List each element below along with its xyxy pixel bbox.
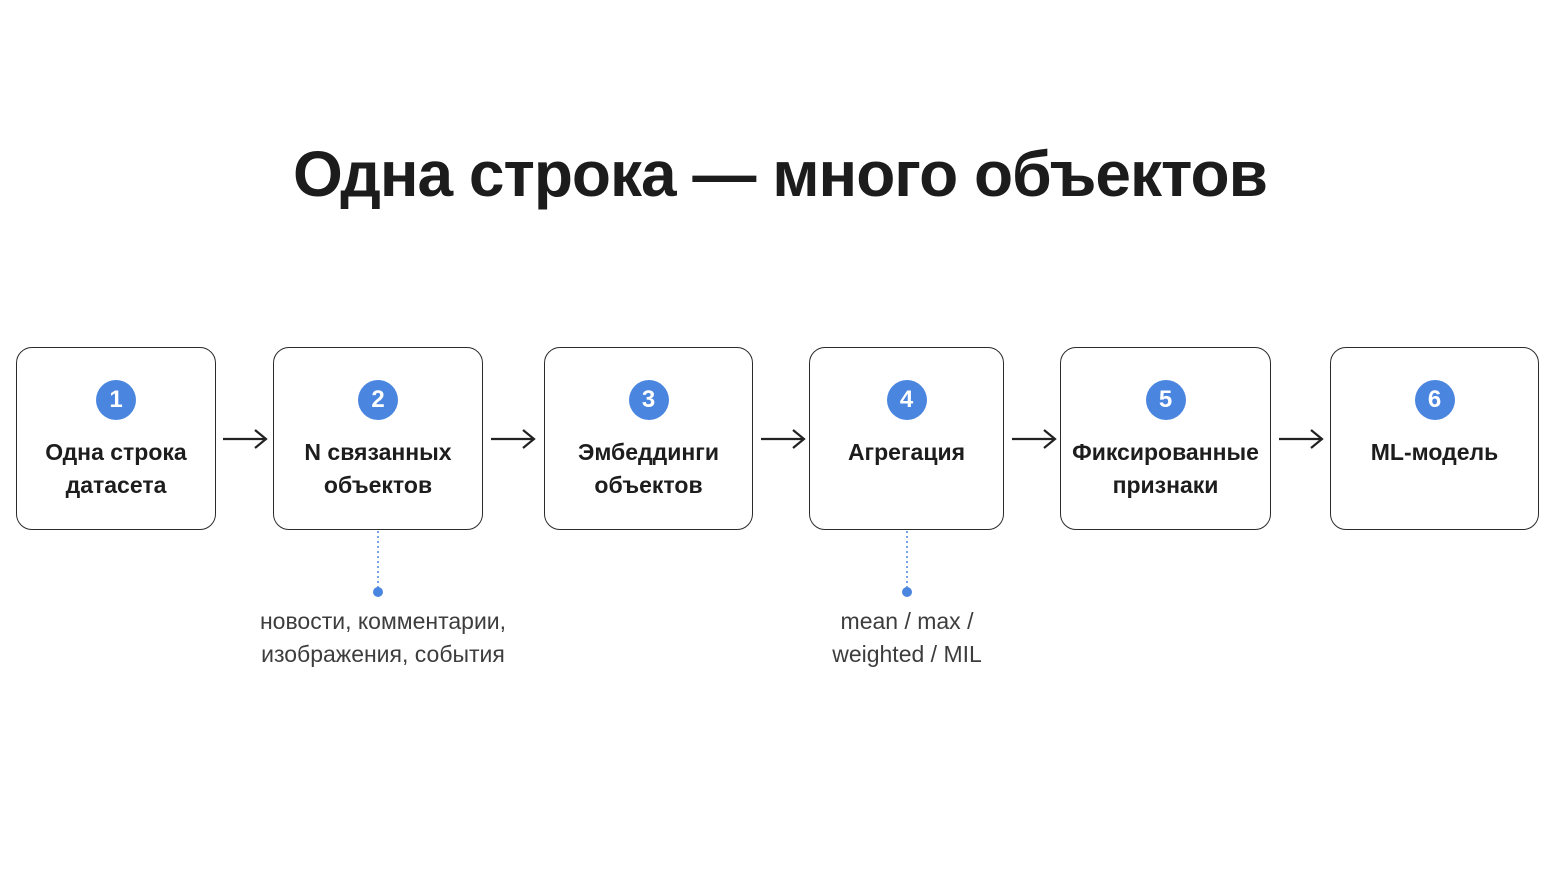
arrow-right-icon xyxy=(223,429,268,449)
step-number-badge: 5 xyxy=(1145,380,1186,420)
step-fixed-features: 5 Фиксированные признаки xyxy=(1060,347,1271,530)
note-connector xyxy=(902,531,912,597)
step-label: Фиксированные признаки xyxy=(1072,439,1259,498)
step-aggregation: 4 Агрегация xyxy=(809,347,1004,530)
step-dataset-row: 1 Одна строка датасета xyxy=(16,347,216,530)
aggregation-note: mean / max / weighted / MIL xyxy=(832,608,982,667)
note-connector xyxy=(373,531,383,597)
related-objects-note: новости, комментарии, изображения, событ… xyxy=(259,608,507,667)
step-number-badge: 6 xyxy=(1414,380,1455,420)
step-embeddings: 3 Эмбеддинги объектов xyxy=(544,347,753,530)
step-number-badge: 4 xyxy=(886,380,927,420)
page-title: Одна строка — много объектов xyxy=(293,138,1268,210)
step-related-objects: 2 N связанных объектов xyxy=(273,347,483,530)
step-number-badge: 3 xyxy=(628,380,669,420)
step-label: Эмбеддинги объектов xyxy=(577,439,720,498)
step-ml-model: 6 ML-модель xyxy=(1330,347,1539,530)
step-label: Одна строка датасета xyxy=(45,439,187,498)
step-label: N связанных объектов xyxy=(304,439,452,498)
step-number-badge: 2 xyxy=(358,380,398,420)
step-number-badge: 1 xyxy=(96,380,136,420)
step-label: Агрегация xyxy=(847,439,966,465)
step-label: ML-модель xyxy=(1370,439,1499,465)
arrow-right-icon xyxy=(1279,429,1324,449)
arrow-right-icon xyxy=(491,429,536,449)
arrow-right-icon xyxy=(761,429,806,449)
arrow-right-icon xyxy=(1012,429,1057,449)
